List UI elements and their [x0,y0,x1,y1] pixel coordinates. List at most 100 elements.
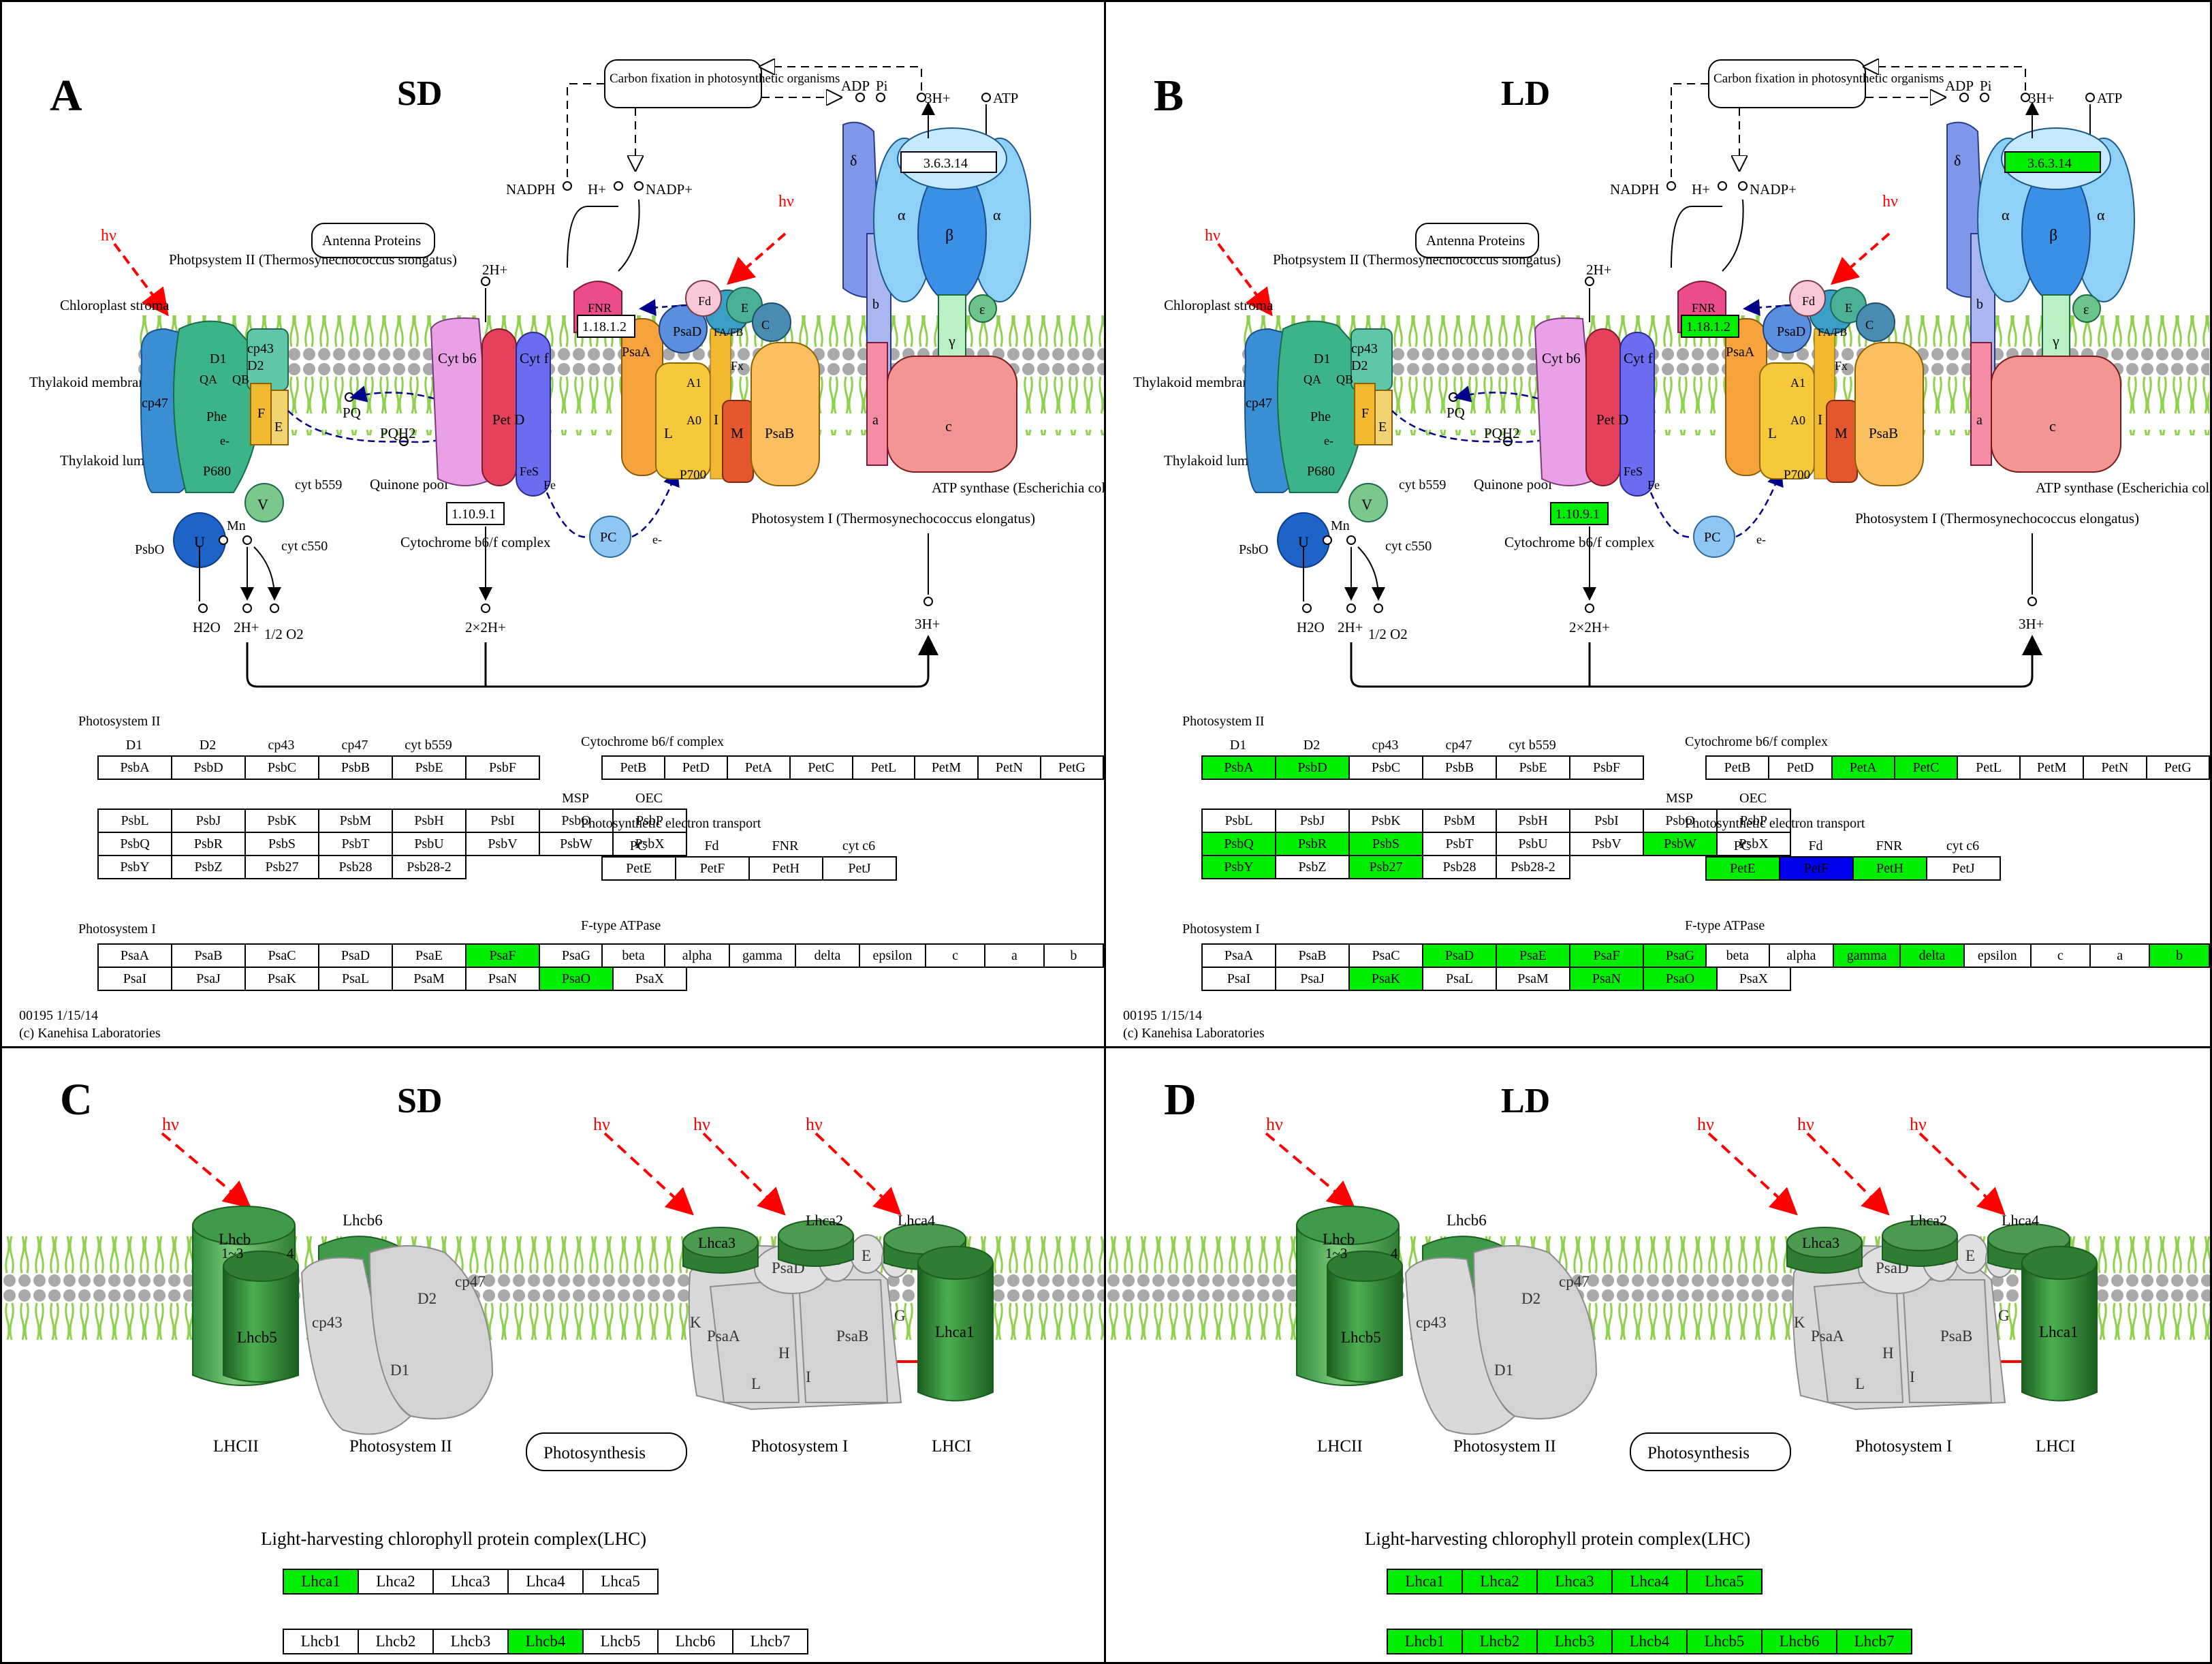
gene-petj[interactable]: PetJ [822,856,897,881]
gene-petd[interactable]: PetD [663,755,728,780]
gene-psbm[interactable]: PsbM [318,809,393,833]
gene-psba[interactable]: PsbA [1201,755,1276,780]
gene-petj[interactable]: PetJ [1926,856,2001,881]
gene-psbk[interactable]: PsbK [244,809,319,833]
gene-psai[interactable]: PsaI [97,967,172,991]
gene-psbv[interactable]: PsbV [465,832,540,856]
gene-psaf[interactable]: PsaF [1569,943,1644,968]
gene-lhcb1[interactable]: Lhcb1 [1387,1629,1463,1654]
gene-petb[interactable]: PetB [601,755,665,780]
gene-psba[interactable]: PsbA [97,755,172,780]
gene-psb27[interactable]: Psb27 [1348,855,1423,879]
gene-psbc[interactable]: PsbC [244,755,319,780]
gene-lhca4[interactable]: Lhca4 [507,1569,584,1595]
gene-psaf[interactable]: PsaF [465,943,540,968]
gene-psbo[interactable]: PsbO [1643,809,1718,833]
gene-lhcb5[interactable]: Lhcb5 [1686,1629,1763,1654]
gene-peta[interactable]: PetA [726,755,791,780]
gene-lhca1[interactable]: Lhca1 [1387,1569,1463,1595]
gene-psac[interactable]: PsaC [244,943,319,968]
gene-psbj[interactable]: PsbJ [171,809,246,833]
gene-beta[interactable]: beta [1705,943,1770,968]
gene-a[interactable]: a [2089,943,2151,968]
gene-petc[interactable]: PetC [789,755,853,780]
gene-lhca2[interactable]: Lhca2 [358,1569,434,1595]
gene-epsilon[interactable]: epsilon [1963,943,2032,968]
gene-psbt[interactable]: PsbT [1422,832,1497,856]
gene-lhcb1[interactable]: Lhcb1 [283,1629,359,1654]
gene-psbf[interactable]: PsbF [1569,755,1644,780]
gene-psan[interactable]: PsaN [465,967,540,991]
gene-psbo[interactable]: PsbO [539,809,614,833]
gene-psb28[interactable]: Psb28 [1422,855,1497,879]
gene-lhcb3[interactable]: Lhcb3 [432,1629,509,1654]
gene-lhca5[interactable]: Lhca5 [1686,1569,1763,1595]
gene-petb[interactable]: PetB [1705,755,1770,780]
gene-psam[interactable]: PsaM [392,967,467,991]
gene-b[interactable]: b [2149,943,2210,968]
gene-lhca3[interactable]: Lhca3 [432,1569,509,1595]
gene-psbv[interactable]: PsbV [1569,832,1644,856]
gene-psby[interactable]: PsbY [97,855,172,879]
gene-psbw[interactable]: PsbW [1643,832,1718,856]
gene-lhca2[interactable]: Lhca2 [1462,1569,1538,1595]
gene-alpha[interactable]: alpha [664,943,730,968]
gene-psak[interactable]: PsaK [244,967,319,991]
gene-alpha[interactable]: alpha [1768,943,1835,968]
gene-psak[interactable]: PsaK [1348,967,1423,991]
gene-psbh[interactable]: PsbH [392,809,467,833]
gene-psaj[interactable]: PsaJ [171,967,246,991]
gene-psaa[interactable]: PsaA [97,943,172,968]
gene-petg[interactable]: PetG [1039,755,1104,780]
gene-lhcb4[interactable]: Lhcb4 [507,1629,584,1654]
gene-psb27[interactable]: Psb27 [244,855,319,879]
gene-psbf[interactable]: PsbF [465,755,540,780]
gene-psbx[interactable]: PsbX [612,832,687,856]
gene-psbh[interactable]: PsbH [1496,809,1570,833]
gene-beta[interactable]: beta [601,943,666,968]
gene-psbj[interactable]: PsbJ [1275,809,1350,833]
gene-psb28-2[interactable]: Psb28-2 [392,855,467,879]
gene-psaa[interactable]: PsaA [1201,943,1276,968]
gene-petd[interactable]: PetD [1768,755,1833,780]
gene-psag[interactable]: PsaG [1643,943,1718,968]
gene-psam[interactable]: PsaM [1496,967,1570,991]
gene-petf[interactable]: PetF [675,856,750,881]
gene-c[interactable]: c [925,943,985,968]
gene-psbw[interactable]: PsbW [539,832,614,856]
gene-psbq[interactable]: PsbQ [97,832,172,856]
gene-psbu[interactable]: PsbU [1496,832,1570,856]
gene-psbu[interactable]: PsbU [392,832,467,856]
gene-psb28-2[interactable]: Psb28-2 [1496,855,1570,879]
gene-peta[interactable]: PetA [1831,755,1895,780]
gene-pete[interactable]: PetE [1705,856,1780,881]
gene-psbb[interactable]: PsbB [318,755,393,780]
gene-psad[interactable]: PsaD [1422,943,1497,968]
gene-petl[interactable]: PetL [851,755,916,780]
gene-psbc[interactable]: PsbC [1348,755,1423,780]
gene-lhcb7[interactable]: Lhcb7 [1836,1629,1912,1654]
gene-peth[interactable]: PetH [1852,856,1927,881]
gene-lhca1[interactable]: Lhca1 [283,1569,359,1595]
gene-psbz[interactable]: PsbZ [171,855,246,879]
gene-psbe[interactable]: PsbE [392,755,467,780]
gene-psbs[interactable]: PsbS [1348,832,1423,856]
gene-petm[interactable]: PetM [2019,755,2085,780]
gene-psbp[interactable]: PsbP [612,809,687,833]
gene-petn[interactable]: PetN [977,755,1041,780]
gene-delta[interactable]: delta [1899,943,1965,968]
gene-gamma[interactable]: gamma [728,943,797,968]
gene-psbz[interactable]: PsbZ [1275,855,1350,879]
gene-lhcb6[interactable]: Lhcb6 [657,1629,733,1654]
gene-lhcb7[interactable]: Lhcb7 [732,1629,808,1654]
gene-psax[interactable]: PsaX [612,967,687,991]
gene-psao[interactable]: PsaO [539,967,614,991]
gene-lhcb4[interactable]: Lhcb4 [1611,1629,1688,1654]
gene-psb28[interactable]: Psb28 [318,855,393,879]
gene-psbt[interactable]: PsbT [318,832,393,856]
gene-pete[interactable]: PetE [601,856,676,881]
gene-a[interactable]: a [983,943,1045,968]
gene-psbi[interactable]: PsbI [1569,809,1644,833]
gene-lhca4[interactable]: Lhca4 [1611,1569,1688,1595]
gene-psax[interactable]: PsaX [1716,967,1791,991]
